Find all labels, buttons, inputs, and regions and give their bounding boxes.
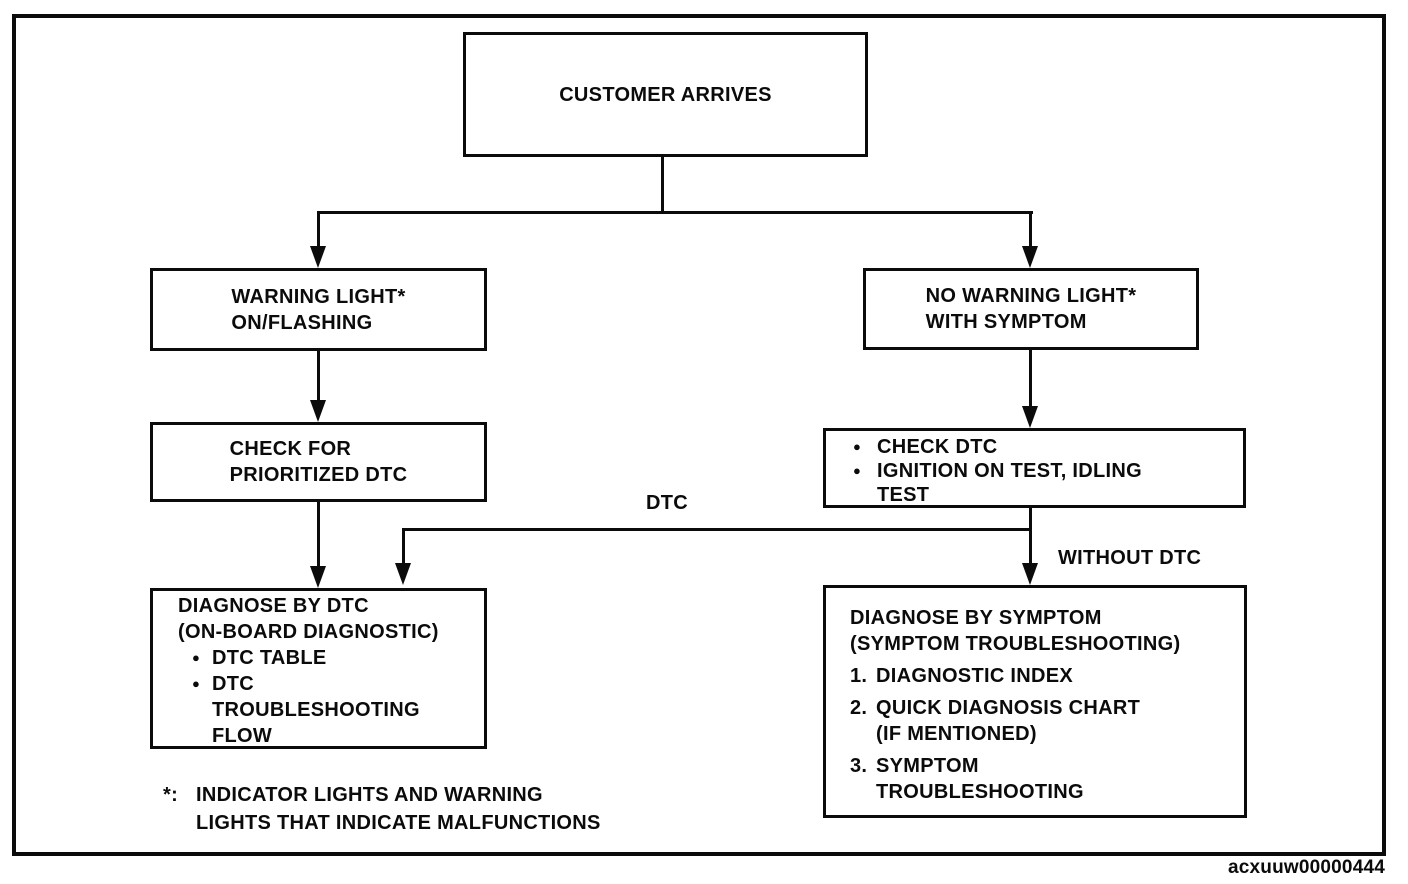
diagnose-by-dtc-bullet-2: ● DTC TROUBLESHOOTING FLOW (192, 671, 480, 749)
diagram-border (12, 14, 1386, 856)
connector-line-branch-split (317, 211, 1033, 214)
connector-line-warning-to-check (317, 348, 320, 404)
arrow-down-icon (1022, 246, 1038, 268)
connector-line-dtc-branch (402, 528, 1031, 531)
bullet-icon: ● (192, 650, 201, 665)
arrow-down-icon (1022, 406, 1038, 428)
diagnose-by-symptom-item-2: 2. QUICK DIAGNOSIS CHART (IF MENTIONED) (850, 695, 1240, 747)
item-3-number: 3. (850, 755, 868, 777)
node-check-for-prioritized-dtc: CHECK FOR PRIORITIZED DTC (150, 422, 487, 502)
diagnose-by-dtc-heading: DIAGNOSE BY DTC (ON-BOARD DIAGNOSTIC) (178, 595, 439, 643)
node-diagnose-by-symptom-content: DIAGNOSE BY SYMPTOM (SYMPTOM TROUBLESHOO… (826, 588, 1244, 815)
node-diagnose-by-dtc-content: DIAGNOSE BY DTC (ON-BOARD DIAGNOSTIC) ● … (153, 591, 484, 749)
check-dtc-bullet-2-label: IGNITION ON TEST, IDLING TEST (877, 460, 1142, 506)
node-no-warning-light-label: NO WARNING LIGHT* WITH SYMPTOM (925, 285, 1137, 333)
check-dtc-bullet-2: ● IGNITION ON TEST, IDLING TEST (853, 459, 1235, 507)
diagnose-by-dtc-bullet-1-label: DTC TABLE (212, 647, 327, 669)
connector-line-check-to-diagnose-dtc (317, 500, 320, 568)
node-diagnose-by-dtc: DIAGNOSE BY DTC (ON-BOARD DIAGNOSTIC) ● … (150, 588, 487, 749)
node-warning-light-label: WARNING LIGHT* ON/FLASHING (231, 285, 406, 334)
figure-code: acxuuw00000444 (1227, 857, 1385, 878)
edge-label-dtc: DTC (646, 492, 689, 514)
bullet-icon: ● (192, 676, 201, 691)
connector-line-checkdtc-to-diagnose-symptom (1029, 506, 1032, 565)
item-1-number: 1. (850, 665, 868, 687)
bullet-icon: ● (853, 463, 862, 478)
item-1-label: DIAGNOSTIC INDEX (876, 665, 1074, 687)
diagnose-by-dtc-bullet-2-label: DTC TROUBLESHOOTING FLOW (212, 673, 420, 747)
node-customer-arrives: CUSTOMER ARRIVES (463, 32, 868, 157)
check-dtc-bullet-1: ● CHECK DTC (853, 435, 1235, 459)
diagnose-by-symptom-item-1: 1. DIAGNOSTIC INDEX (850, 663, 1240, 689)
footnote-asterisk-marker: *: (163, 784, 179, 806)
node-check-dtc-tests: ● CHECK DTC ● IGNITION ON TEST, IDLING T… (823, 428, 1246, 508)
arrow-down-icon (310, 246, 326, 268)
edge-label-without-dtc: WITHOUT DTC (1058, 547, 1202, 569)
arrow-down-icon (1022, 563, 1038, 585)
node-check-prioritized-label: CHECK FOR PRIORITIZED DTC (229, 438, 408, 486)
item-2-number: 2. (850, 697, 868, 719)
connector-line-no-warning-to-checkdtc (1029, 348, 1032, 408)
node-customer-arrives-label: CUSTOMER ARRIVES (559, 83, 772, 106)
arrow-down-icon (310, 566, 326, 588)
node-diagnose-by-symptom: DIAGNOSE BY SYMPTOM (SYMPTOM TROUBLESHOO… (823, 585, 1247, 818)
diagnose-by-symptom-heading: DIAGNOSE BY SYMPTOM (SYMPTOM TROUBLESHOO… (850, 607, 1181, 655)
connector-line-customer-down (661, 155, 664, 213)
connector-line-to-no-warning (1029, 211, 1032, 248)
arrow-down-icon (310, 400, 326, 422)
connector-line-dtc-branch-down (402, 528, 405, 565)
node-warning-light-on-flashing: WARNING LIGHT* ON/FLASHING (150, 268, 487, 351)
item-2-label: QUICK DIAGNOSIS CHART (IF MENTIONED) (876, 697, 1141, 745)
arrow-down-icon (395, 563, 411, 585)
diagnose-by-symptom-item-3: 3. SYMPTOM TROUBLESHOOTING (850, 753, 1240, 805)
connector-line-to-warning (317, 211, 320, 248)
footnote: *: INDICATOR LIGHTS AND WARNING LIGHTS T… (163, 781, 601, 837)
node-check-dtc-content: ● CHECK DTC ● IGNITION ON TEST, IDLING T… (826, 431, 1243, 507)
item-3-label: SYMPTOM TROUBLESHOOTING (876, 755, 1084, 803)
diagnose-by-dtc-bullet-1: ● DTC TABLE (192, 645, 480, 671)
node-no-warning-light-with-symptom: NO WARNING LIGHT* WITH SYMPTOM (863, 268, 1199, 350)
check-dtc-bullet-1-label: CHECK DTC (877, 436, 998, 458)
bullet-icon: ● (853, 439, 862, 454)
footnote-text: INDICATOR LIGHTS AND WARNING LIGHTS THAT… (196, 784, 601, 834)
